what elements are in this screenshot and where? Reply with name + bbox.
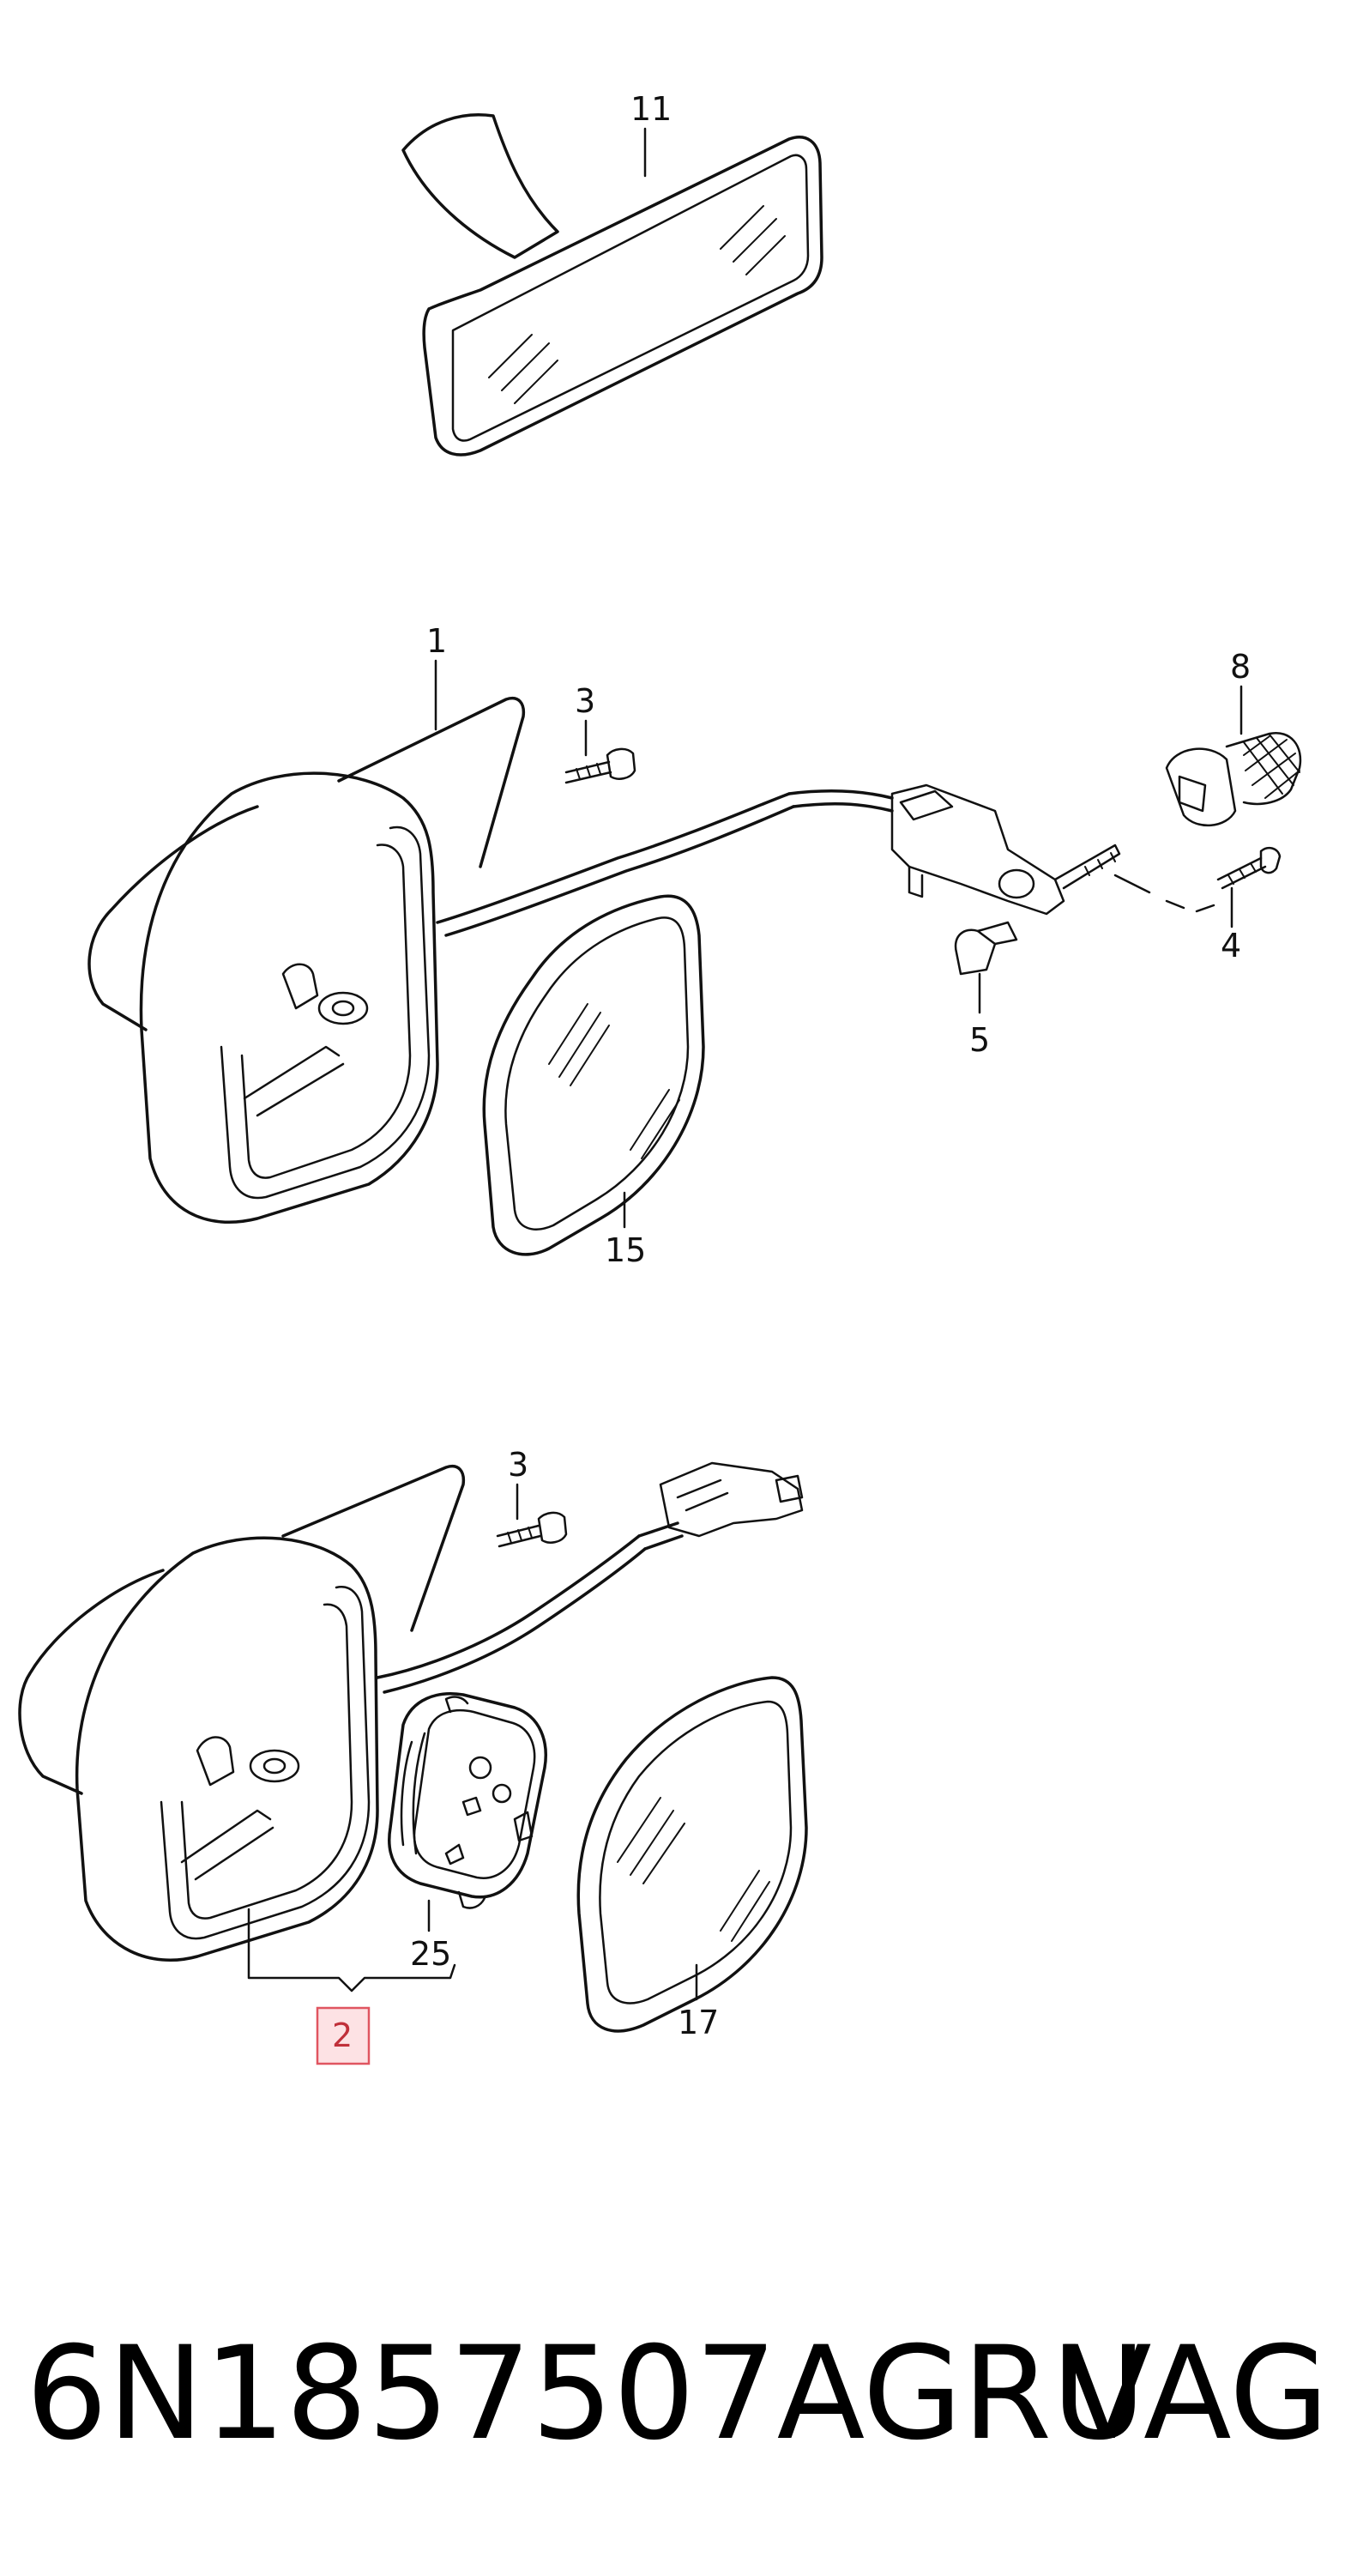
callout-15: 15 — [605, 1231, 646, 1269]
clip-5 — [954, 921, 1018, 976]
callout-11: 11 — [630, 90, 672, 128]
callout-25: 25 — [410, 1935, 451, 1973]
callout-8: 8 — [1230, 648, 1251, 686]
callout-5: 5 — [969, 1021, 990, 1059]
mirror-glass-15 — [482, 894, 705, 1256]
callout-4: 4 — [1221, 927, 1241, 964]
parts-diagram: 11 1 3 8 — [18, 90, 1302, 2065]
callout-2: 2 — [332, 2017, 353, 2054]
brand-name: VAG — [1064, 2319, 1330, 2469]
group-bracket — [247, 1908, 456, 1992]
callout-1: 1 — [426, 622, 447, 660]
part-number: 6N1857507AGRU — [26, 2319, 1146, 2469]
lamp-socket-8 — [1165, 731, 1302, 827]
mirror-glass-17 — [576, 1676, 808, 2033]
bolt-3-top — [564, 747, 636, 784]
callout-3-top: 3 — [575, 682, 595, 720]
bolt-3-bottom — [496, 1511, 568, 1548]
callout-3-bottom: 3 — [508, 1446, 528, 1484]
highlight-box-2 — [316, 2006, 371, 2065]
adjustment-motor-25 — [388, 1692, 547, 1909]
caption: 6N1857507AGRU VAG — [0, 2308, 1345, 2480]
interior-mirror — [401, 113, 823, 457]
screw-4 — [1113, 846, 1282, 913]
exterior-mirror-assembly-1 — [87, 697, 1121, 1224]
exterior-mirror-assembly-2 — [18, 1461, 804, 1962]
callout-17: 17 — [678, 2004, 719, 2041]
